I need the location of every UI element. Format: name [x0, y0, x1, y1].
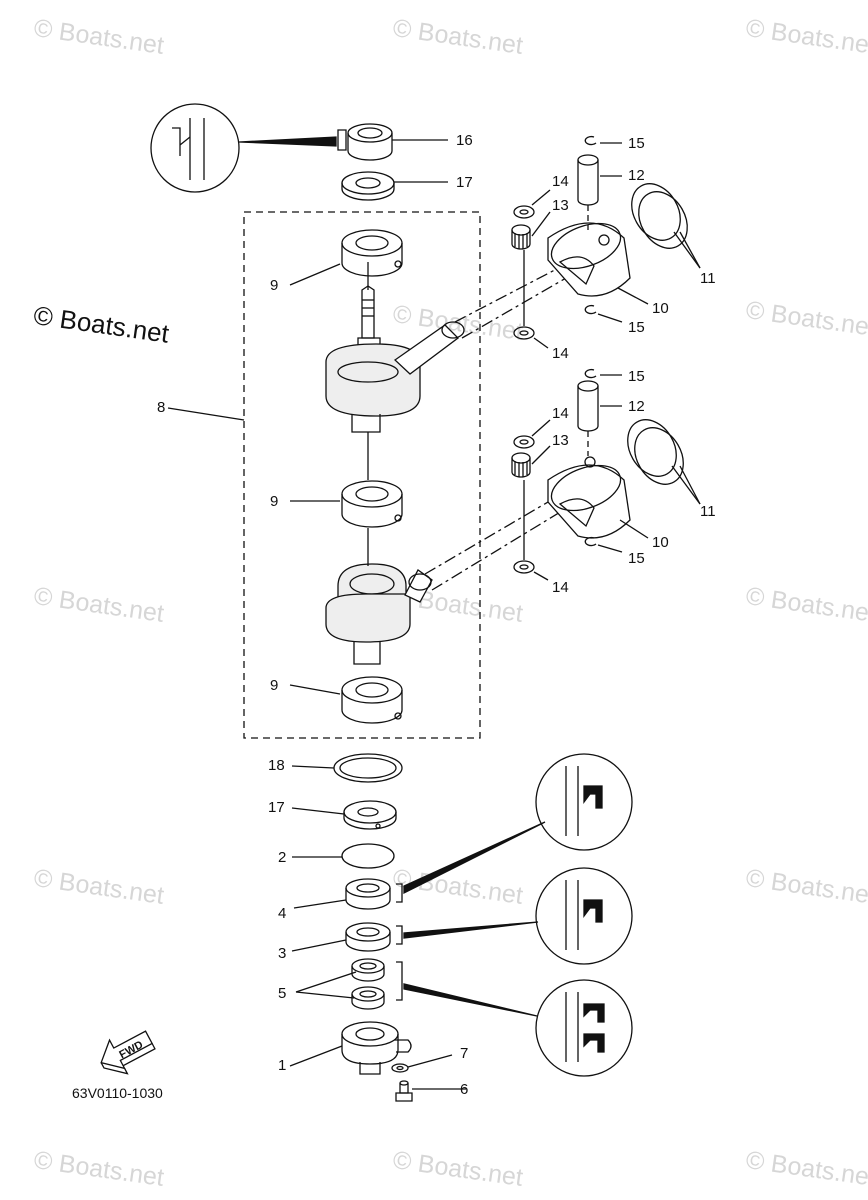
piston-lower: [547, 456, 631, 539]
bearing-9-top: [341, 229, 403, 277]
callout-13-a: 13: [552, 197, 569, 214]
callout-12-b: 12: [628, 398, 645, 415]
needle-bearing-13-b: [511, 452, 531, 478]
seal-detail-circle-3: [403, 979, 633, 1077]
oil-seal-5-lower: [351, 986, 385, 1010]
callout-7: 7: [460, 1045, 468, 1062]
washer-14-d: [513, 560, 535, 574]
callout-15-b: 15: [628, 319, 645, 336]
callout-9-mid: 9: [270, 493, 278, 510]
callout-14-b: 14: [552, 345, 569, 362]
callout-17-bottom: 17: [268, 799, 285, 816]
callout-14-c: 14: [552, 405, 569, 422]
diagram-code: 63V0110-1030: [72, 1085, 163, 1101]
bracket-3: [396, 925, 403, 945]
bearing-9-bottom: [341, 676, 403, 724]
callout-16: 16: [456, 132, 473, 149]
cover-17-bottom: [343, 800, 397, 830]
clip-15-d: [584, 536, 597, 547]
callout-10-b: 10: [652, 534, 669, 551]
piston-rings-lower: [627, 419, 684, 485]
piston-upper: [547, 222, 631, 297]
needle-bearing-13-a: [511, 224, 531, 250]
crankshaft-lower: [325, 528, 411, 665]
fwd-arrow-icon: [100, 1030, 156, 1075]
cover-17-top: [341, 171, 395, 201]
callout-13-b: 13: [552, 432, 569, 449]
callout-11-a: 11: [700, 270, 716, 287]
callout-10-a: 10: [652, 300, 669, 317]
housing-1: [341, 1021, 412, 1075]
piston-pin-lower: [577, 380, 599, 432]
callout-12-a: 12: [628, 167, 645, 184]
fwd-label: FWD: [117, 1039, 145, 1061]
callout-11-b: 11: [700, 503, 716, 520]
callout-8: 8: [157, 399, 165, 416]
callout-9-bottom: 9: [270, 677, 278, 694]
callout-4: 4: [278, 905, 286, 922]
washer-7: [391, 1063, 409, 1073]
bracket-5: [396, 961, 403, 1001]
seal-detail-circle-top: [150, 103, 337, 193]
callout-5: 5: [278, 985, 286, 1002]
o-ring-2: [341, 843, 395, 869]
callout-18: 18: [268, 757, 285, 774]
washer-14-a: [513, 205, 535, 219]
bracket-4: [396, 883, 403, 903]
clip-15-b: [584, 304, 597, 315]
callout-15-d: 15: [628, 550, 645, 567]
washer-14-c: [513, 435, 535, 449]
oil-seal-16: [337, 123, 393, 161]
callout-2: 2: [278, 849, 286, 866]
washer-14-b: [513, 326, 535, 340]
piston-pin-upper: [577, 154, 599, 206]
callout-15-c: 15: [628, 368, 645, 385]
piston-rings-upper: [631, 183, 688, 249]
oil-seal-4: [345, 878, 391, 910]
callout-15-a: 15: [628, 135, 645, 152]
oil-seal-5-upper: [351, 958, 385, 982]
bolt-6: [395, 1080, 413, 1102]
seal-detail-circle-2: [403, 867, 633, 965]
callout-6: 6: [460, 1081, 468, 1098]
seal-detail-circle-1: [403, 753, 633, 895]
o-ring-18: [333, 753, 403, 783]
clip-15-a: [584, 135, 597, 146]
callout-9-top: 9: [270, 277, 278, 294]
oil-seal-3: [345, 922, 391, 952]
callout-14-a: 14: [552, 173, 569, 190]
callout-17-top: 17: [456, 174, 473, 191]
callout-1: 1: [278, 1057, 286, 1074]
bearing-9-mid: [341, 480, 403, 528]
callout-3: 3: [278, 945, 286, 962]
clip-15-c: [584, 368, 597, 379]
connecting-rod-upper: [393, 261, 581, 375]
callout-14-d: 14: [552, 579, 569, 596]
assembly-box: [243, 211, 481, 739]
